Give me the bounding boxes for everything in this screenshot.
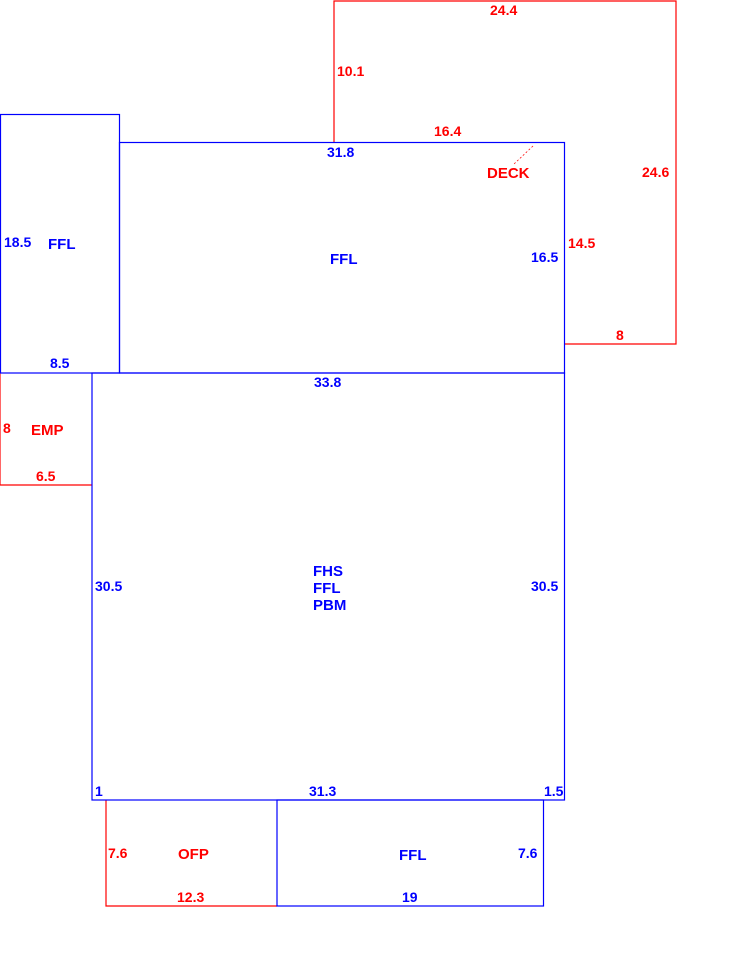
lower-ffl-bottom-dimension: 19	[402, 889, 418, 905]
ofp-side-dimension: 7.6	[108, 845, 128, 861]
main-right-dimension: 30.5	[531, 578, 558, 594]
deck-top-dimension: 24.4	[490, 2, 517, 18]
lower-ffl-outline	[276, 799, 545, 907]
deck-outline	[333, 0, 677, 345]
main-label-fhs: FHS	[313, 563, 343, 580]
upper-main-right-dimension: 16.5	[531, 249, 558, 265]
ofp-outline	[105, 800, 277, 907]
left-wing-bottom-dimension: 8.5	[50, 355, 70, 371]
emp-bottom-dimension: 6.5	[36, 468, 56, 484]
main-top-dimension: 33.8	[314, 374, 341, 390]
ofp-bottom-dimension: 12.3	[177, 889, 204, 905]
emp-side-dimension: 8	[3, 420, 11, 436]
upper-main-top-dimension: 31.8	[327, 144, 354, 160]
deck-inner-left-dimension: 14.5	[568, 235, 595, 251]
deck-leader-line	[513, 145, 534, 165]
lower-ffl-label: FFL	[399, 847, 427, 864]
main-bottom-left-dimension: 1	[95, 783, 103, 799]
deck-area	[333, 0, 677, 345]
emp-label: EMP	[31, 422, 64, 439]
left-wing-side-dimension: 18.5	[4, 234, 31, 250]
upper-main-label: FFL	[330, 251, 358, 268]
left-wing-label: FFL	[48, 236, 76, 253]
lower-ffl-side-dimension: 7.6	[518, 845, 538, 861]
deck-right-dimension: 24.6	[642, 164, 669, 180]
deck-label: DECK	[487, 165, 530, 182]
main-bottom-dimension: 31.3	[309, 783, 336, 799]
main-left-dimension: 30.5	[95, 578, 122, 594]
main-label-ffl: FFL	[313, 580, 341, 597]
ofp-label: OFP	[178, 846, 209, 863]
main-bottom-right-dimension: 1.5	[544, 783, 564, 799]
emp-outline	[0, 373, 92, 486]
main-label-pbm: PBM	[313, 597, 346, 614]
deck-left-dimension: 10.1	[337, 63, 364, 79]
deck-bottom-dimension: 8	[616, 327, 624, 343]
deck-inner-top-dimension: 16.4	[434, 123, 461, 139]
